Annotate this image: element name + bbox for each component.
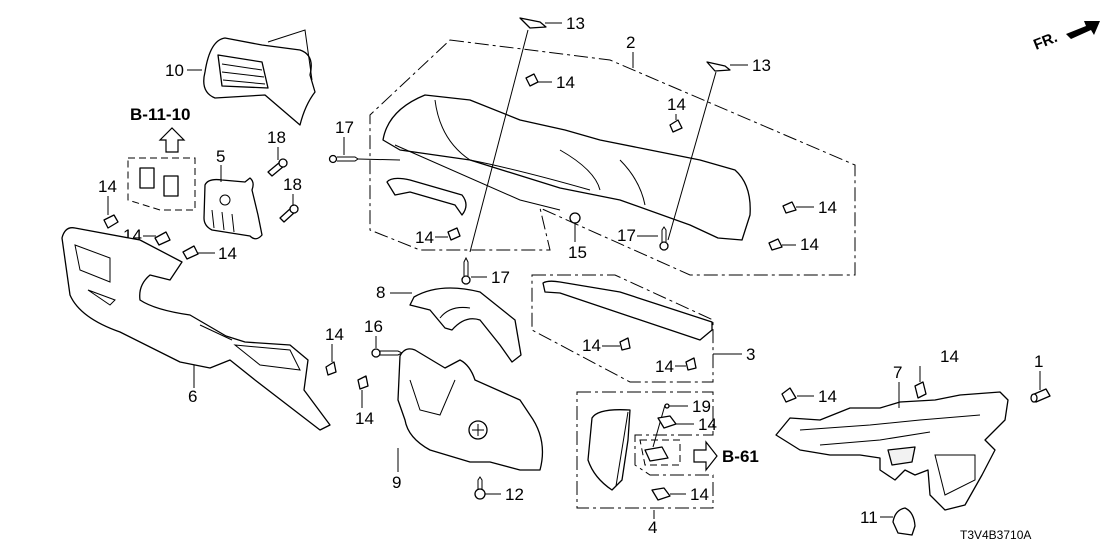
part-3-panel[interactable]: 3 [542, 280, 755, 364]
part-14-clip-n[interactable]: 14 [651, 485, 709, 504]
ref-b-11-10-label: B-11-10 [130, 105, 190, 124]
callout-19: 19 [692, 397, 711, 416]
callout-9: 9 [392, 473, 401, 492]
callout-15: 15 [568, 243, 587, 262]
callout-18-upper: 18 [267, 128, 286, 147]
part-14-clip-o[interactable]: 14 [781, 387, 837, 406]
part-12-bolt[interactable]: 12 [474, 476, 524, 504]
fr-label: FR. [1031, 29, 1060, 54]
callout-14-n: 14 [690, 485, 709, 504]
part-14-clip-d[interactable]: 14 [525, 73, 575, 92]
part-18-screw-lower[interactable]: 18 [279, 175, 302, 223]
part-13-clip-right[interactable]: 13 [667, 56, 771, 241]
part-switch-housing [639, 439, 681, 466]
part-14-clip-l[interactable]: 14 [355, 375, 374, 428]
part-17-screw-b[interactable]: 17 [461, 256, 510, 287]
part-6-lower-cover[interactable]: 6 [61, 227, 331, 431]
part-2-lower-strip[interactable] [386, 177, 467, 216]
part-4-assembly-boundary [576, 391, 714, 509]
callout-3: 3 [746, 345, 755, 364]
part-4-side-garnish[interactable]: 4 [587, 409, 657, 537]
callout-14-h: 14 [415, 228, 434, 247]
part-1-plug[interactable]: 1 [1030, 352, 1051, 403]
callout-14-e: 14 [667, 95, 686, 114]
callout-8: 8 [376, 283, 385, 302]
callout-14-a: 14 [98, 177, 117, 196]
part-17-screw-c[interactable]: 17 [617, 226, 669, 251]
part-14-clip-j[interactable]: 14 [655, 357, 697, 376]
part-14-clip-k[interactable]: 14 [325, 325, 344, 376]
callout-6: 6 [188, 387, 197, 406]
part-2-assembly-boundary [369, 39, 856, 276]
callout-13-left: 13 [566, 14, 585, 33]
part-14-clip-f[interactable]: 14 [782, 198, 837, 217]
part-14-clip-i[interactable]: 14 [582, 336, 631, 355]
callout-1: 1 [1034, 352, 1043, 371]
callout-17-b: 17 [491, 268, 510, 287]
part-11-clip[interactable]: 11 [860, 507, 916, 536]
up-arrow-icon [158, 127, 186, 153]
callout-14-f: 14 [818, 198, 837, 217]
callout-2: 2 [626, 33, 635, 52]
section-ref-b-61[interactable]: B-61 [693, 440, 759, 472]
fr-arrow-icon [1066, 21, 1100, 39]
part-14-clip-g[interactable]: 14 [768, 235, 819, 254]
callout-11: 11 [860, 508, 878, 527]
part-14-clip-h[interactable]: 14 [415, 227, 461, 247]
section-ref-b-11-10[interactable]: B-11-10 [130, 105, 190, 153]
ref-b-61-label: B-61 [722, 447, 759, 466]
part-14-clip-e[interactable]: 14 [667, 95, 686, 133]
callout-16: 16 [364, 317, 383, 336]
part-10-vent[interactable]: 10 [165, 29, 316, 126]
part-16-screw[interactable]: 16 [364, 317, 404, 358]
part-14-clip-a[interactable]: 14 [98, 177, 119, 229]
callout-4: 4 [648, 518, 657, 537]
front-direction-indicator: FR. [1031, 21, 1100, 54]
part-7-duct[interactable]: 7 [775, 363, 1009, 511]
part-14-clip-m[interactable]: 14 [657, 415, 717, 434]
callout-14-k: 14 [325, 325, 344, 344]
part-13-clip-left[interactable]: 13 [469, 14, 585, 253]
right-arrow-icon [693, 440, 718, 472]
part-2-upper-garnish[interactable]: 2 [382, 33, 751, 241]
callout-17-a: 17 [335, 118, 354, 137]
callout-10: 10 [165, 61, 184, 80]
callout-12: 12 [505, 485, 524, 504]
callout-13-right: 13 [752, 56, 771, 75]
part-17-screw-a[interactable]: 17 [328, 118, 401, 164]
callout-14-d: 14 [556, 73, 575, 92]
part-14-clip-p[interactable]: 14 [914, 347, 959, 399]
part-8-column-cover-upper[interactable]: 8 [376, 283, 522, 363]
callout-14-l: 14 [355, 409, 374, 428]
part-3-assembly-boundary [531, 274, 714, 383]
callout-14-p: 14 [940, 347, 959, 366]
part-5-bracket[interactable]: 5 [203, 147, 263, 240]
callout-18-lower: 18 [283, 175, 302, 194]
callout-14-g: 14 [800, 235, 819, 254]
callout-17-c: 17 [617, 226, 636, 245]
part-15-nut[interactable]: 15 [568, 212, 587, 262]
callout-5: 5 [216, 147, 225, 166]
part-9-column-cover-lower[interactable]: 9 [392, 348, 544, 492]
callout-14-m: 14 [698, 415, 717, 434]
part-switch-blanks [139, 167, 179, 197]
callout-14-o: 14 [818, 387, 837, 406]
callout-14-i: 14 [582, 336, 601, 355]
diagram-code: T3V4B3710A [960, 528, 1031, 542]
callout-7: 7 [893, 363, 902, 382]
callout-14-c: 14 [218, 244, 237, 263]
part-14-clip-c[interactable]: 14 [182, 244, 237, 263]
callout-14-j: 14 [655, 357, 674, 376]
part-18-screw-upper[interactable]: 18 [267, 128, 288, 177]
